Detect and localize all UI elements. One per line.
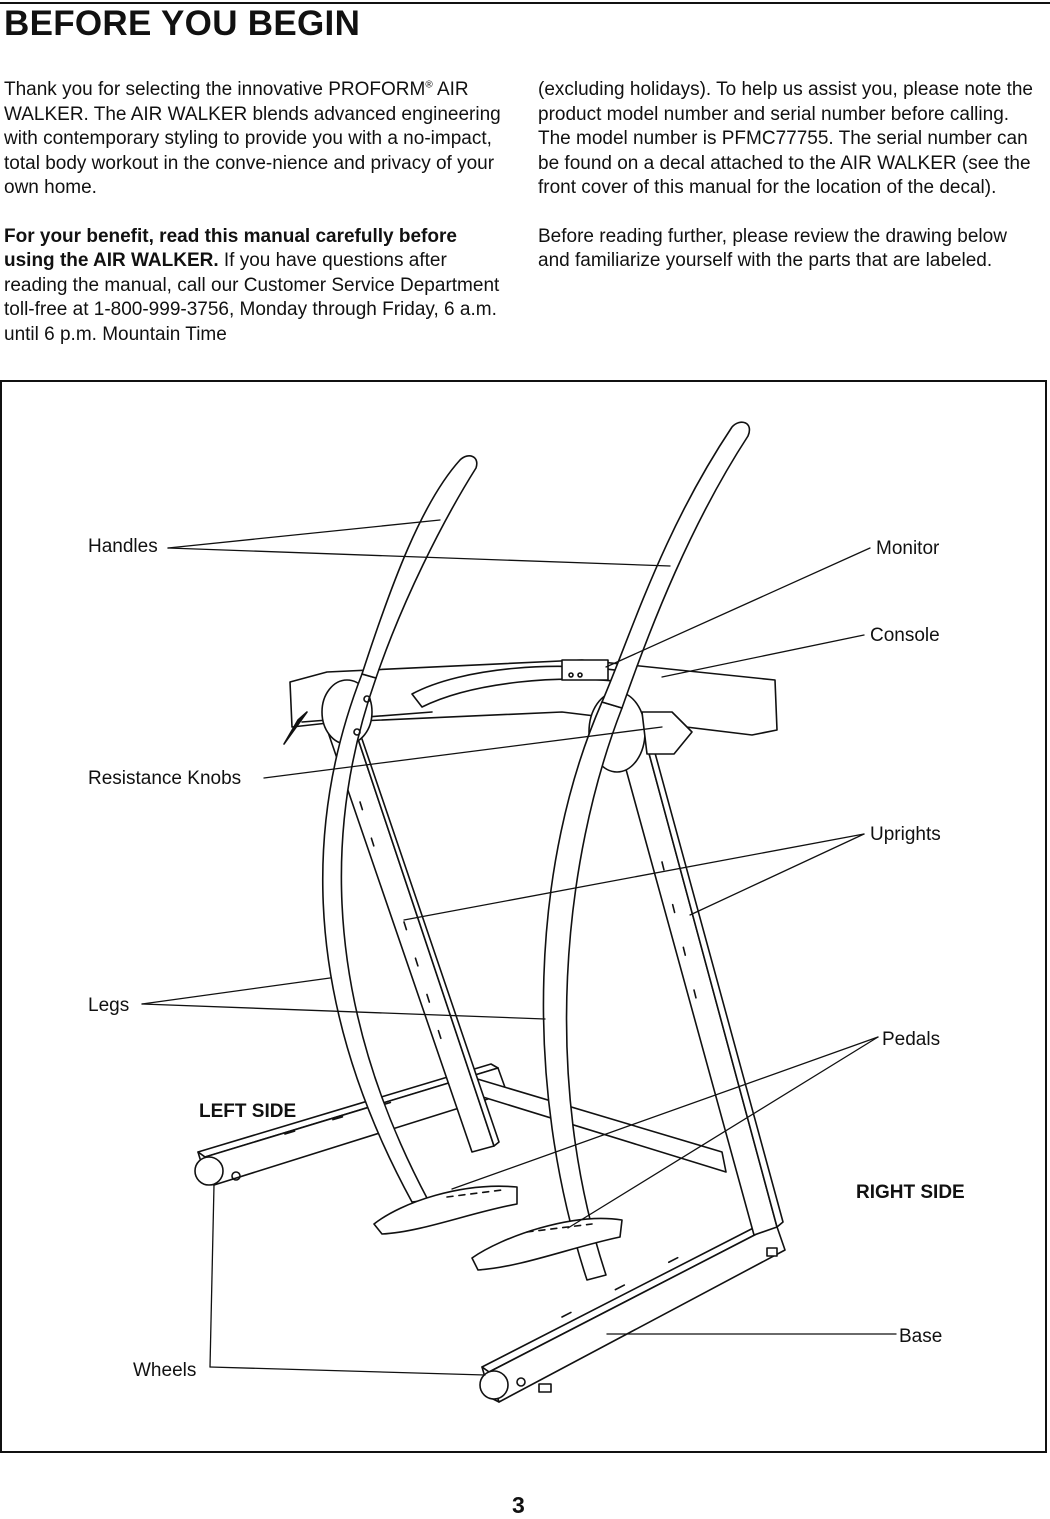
- intro-p1-b: AIR WALKER. The AIR WALKER blends advanc…: [4, 79, 501, 198]
- label-right-side: RIGHT SIDE: [856, 1182, 965, 1203]
- uprights: [316, 671, 784, 1236]
- intro-p2-bold: For your benefit, read this manual caref…: [4, 225, 457, 272]
- label-uprights: Uprights: [870, 824, 941, 845]
- intro-paragraph-2: For your benefit, read this manual caref…: [4, 225, 504, 348]
- label-monitor: Monitor: [876, 538, 940, 559]
- label-resistance-knobs: Resistance Knobs: [88, 768, 242, 789]
- label-console: Console: [870, 625, 940, 646]
- leader-lines: [141, 519, 897, 1376]
- label-handles: Handles: [88, 536, 158, 557]
- base-frame: [197, 1063, 786, 1403]
- legs: [321, 673, 623, 1281]
- top-rule: [0, 2, 1050, 4]
- label-base: Base: [899, 1326, 943, 1347]
- wheels: [194, 1156, 778, 1400]
- intro-p2-rest: If you have questions after reading the …: [4, 250, 500, 345]
- label-wheels: Wheels: [133, 1360, 197, 1381]
- intro-right-column: (excluding holidays). To help us assist …: [538, 78, 1043, 298]
- intro-p1-a: Thank you for selecting the innovative P…: [4, 79, 426, 100]
- air-walker-drawing: [141, 421, 897, 1403]
- page-number: 3: [512, 1492, 525, 1518]
- label-legs: Legs: [88, 995, 130, 1016]
- pedals: [373, 1185, 623, 1271]
- intro-paragraph-4: Before reading further, please review th…: [538, 225, 1007, 272]
- intro-paragraph-1: Thank you for selecting the innovative P…: [4, 78, 504, 201]
- registered-mark: ®: [425, 79, 433, 91]
- label-pedals: Pedals: [882, 1029, 941, 1050]
- parts-diagram: Handles Monitor Console Resistance Knobs…: [0, 380, 1047, 1453]
- intro-paragraph-3: (excluding holidays). To help us assist …: [538, 79, 1034, 198]
- intro-left-column: Thank you for selecting the innovative P…: [4, 78, 504, 371]
- label-left-side: LEFT SIDE: [199, 1101, 297, 1122]
- page-title: BEFORE YOU BEGIN: [4, 4, 361, 43]
- handles: [353, 421, 751, 736]
